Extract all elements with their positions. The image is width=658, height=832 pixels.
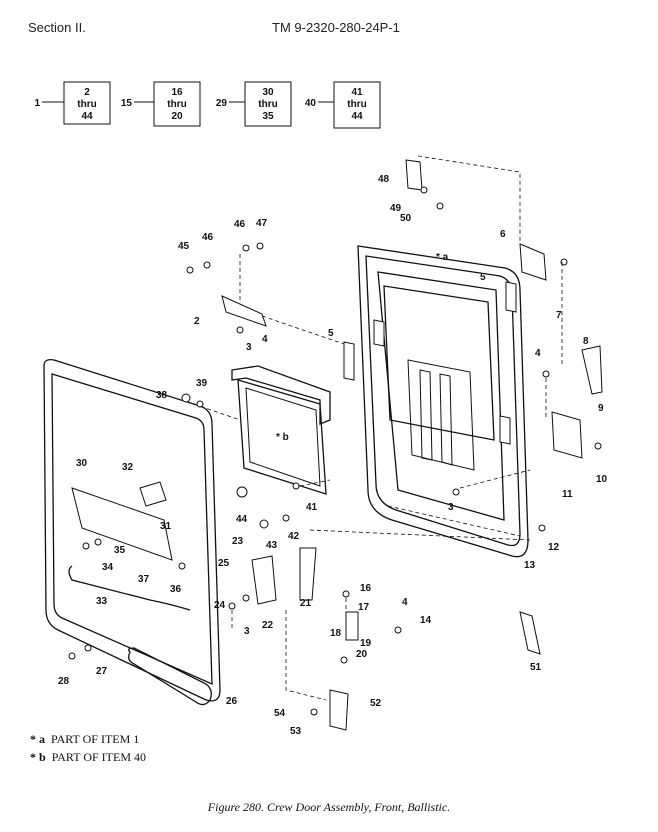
callout-4: 4 xyxy=(262,334,268,345)
callout-6: 6 xyxy=(500,229,506,240)
breakdown-thru: thru xyxy=(347,99,366,110)
callout-45: 45 xyxy=(178,241,190,252)
breakdown-ref: 40 xyxy=(305,98,317,109)
callout-3: 3 xyxy=(246,342,252,353)
note-b-mark: * b xyxy=(30,750,46,764)
callout-43: 43 xyxy=(266,540,278,551)
section-label: Section II. xyxy=(28,20,86,35)
callout-3: 3 xyxy=(448,502,454,513)
callout-19: 19 xyxy=(360,638,372,649)
breakdown-block-15: 15 16 thru 20 xyxy=(121,81,201,127)
callout-28: 28 xyxy=(58,676,70,687)
ref-mark-a: * a xyxy=(436,252,449,263)
callout-49: 49 xyxy=(390,203,402,214)
breakdown-thru: thru xyxy=(77,99,96,110)
callout-32: 32 xyxy=(122,462,134,473)
callout-37: 37 xyxy=(138,574,150,585)
callout-labels: 48 49 50 46 47 45 46 6 5 2 3 4 5 7 8 4 9… xyxy=(58,174,608,737)
callout-50: 50 xyxy=(400,213,412,224)
callout-9: 9 xyxy=(598,403,604,414)
callout-12: 12 xyxy=(548,542,560,553)
breakdown-from: 30 xyxy=(262,87,274,98)
callout-27: 27 xyxy=(96,666,108,677)
callout-33: 33 xyxy=(96,596,108,607)
callout-10: 10 xyxy=(596,474,608,485)
callout-26: 26 xyxy=(226,696,238,707)
callout-21: 21 xyxy=(300,598,312,609)
callout-18: 18 xyxy=(330,628,342,639)
fasteners xyxy=(68,186,602,716)
callout-36: 36 xyxy=(170,584,182,595)
breakdown-ref: 15 xyxy=(121,98,133,109)
breakdown-block-40: 40 41 thru 44 xyxy=(305,81,381,129)
ref-mark-b: * b xyxy=(276,432,289,443)
rear-door-frame xyxy=(357,245,529,558)
callout-7: 7 xyxy=(556,310,562,321)
callout-41: 41 xyxy=(306,502,318,513)
callout-35: 35 xyxy=(114,545,126,556)
note-b-text: PART OF ITEM 40 xyxy=(51,750,146,764)
callout-20: 20 xyxy=(356,649,368,660)
callout-8: 8 xyxy=(583,336,589,347)
callout-2: 2 xyxy=(194,316,200,327)
callout-4: 4 xyxy=(535,348,541,359)
breakdown-to: 44 xyxy=(351,111,363,122)
breakdown-to: 44 xyxy=(81,111,93,122)
callout-14: 14 xyxy=(420,615,432,626)
breakdown-block-1: 1 2 thru 44 xyxy=(34,81,111,125)
breakdown-thru: thru xyxy=(167,99,186,110)
callout-51: 51 xyxy=(530,662,542,673)
breakdown-thru: thru xyxy=(258,99,277,110)
breakdown-from: 16 xyxy=(171,87,183,98)
callout-25: 25 xyxy=(218,558,230,569)
callout-16: 16 xyxy=(360,583,372,594)
callout-54: 54 xyxy=(274,708,286,719)
breakdown-from: 2 xyxy=(84,87,90,98)
breakdown-ref: 29 xyxy=(216,98,228,109)
note-a: * a PART OF ITEM 1 xyxy=(30,732,139,747)
callout-24: 24 xyxy=(214,600,226,611)
breakdown-from: 41 xyxy=(351,87,363,98)
breakdown-to: 20 xyxy=(171,111,183,122)
callout-46: 46 xyxy=(202,232,214,243)
note-a-text: PART OF ITEM 1 xyxy=(51,732,140,746)
note-b: * b PART OF ITEM 40 xyxy=(30,750,146,765)
callout-5: 5 xyxy=(480,272,486,283)
callout-5: 5 xyxy=(328,328,334,339)
callout-53: 53 xyxy=(290,726,302,737)
callout-48: 48 xyxy=(378,174,390,185)
inner-brackets xyxy=(68,159,603,731)
callout-47: 47 xyxy=(256,218,268,229)
breakdown-to: 35 xyxy=(262,111,274,122)
callout-17: 17 xyxy=(358,602,370,613)
callout-52: 52 xyxy=(370,698,382,709)
breakdown-block-29: 29 30 thru 35 xyxy=(216,81,292,127)
callout-23: 23 xyxy=(232,536,244,547)
callout-38: 38 xyxy=(156,390,168,401)
front-door-frame xyxy=(43,358,221,706)
assembly-leader-lines xyxy=(193,155,563,701)
callout-34: 34 xyxy=(102,562,114,573)
callout-30: 30 xyxy=(76,458,88,469)
callout-22: 22 xyxy=(262,620,274,631)
callout-39: 39 xyxy=(196,378,208,389)
callout-4: 4 xyxy=(402,597,408,608)
callout-44: 44 xyxy=(236,514,248,525)
figure-caption: Figure 280. Crew Door Assembly, Front, B… xyxy=(207,800,451,814)
callout-42: 42 xyxy=(288,531,300,542)
callout-11: 11 xyxy=(562,489,573,500)
note-a-mark: * a xyxy=(30,732,45,746)
callout-13: 13 xyxy=(524,560,536,571)
callout-46: 46 xyxy=(234,219,246,230)
breakdown-ref: 1 xyxy=(34,98,40,109)
manual-number: TM 9-2320-280-24P-1 xyxy=(272,20,400,35)
window-frame-box xyxy=(231,365,331,495)
callout-3: 3 xyxy=(244,626,250,637)
callout-31: 31 xyxy=(160,521,172,532)
